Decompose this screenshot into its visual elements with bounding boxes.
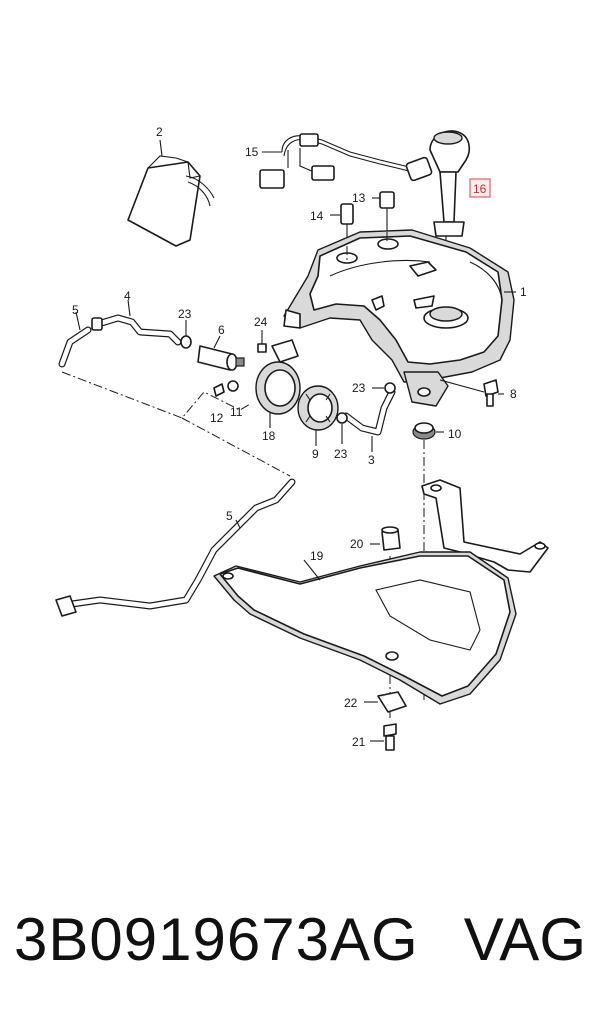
- brand-label: VAG: [463, 906, 586, 973]
- part-22-clip: [364, 691, 407, 713]
- part-18-bracket: [255, 339, 301, 428]
- footer: 3B0919673AG VAG: [0, 895, 600, 985]
- part-19-shield: [213, 551, 517, 705]
- callout-23-a: 23: [178, 307, 192, 321]
- callout-12: 12: [210, 411, 224, 425]
- callout-8: 8: [510, 387, 517, 401]
- part-23-clamp-b: [336, 412, 348, 444]
- callout-18: 18: [262, 429, 276, 443]
- callout-3: 3: [368, 453, 375, 467]
- callout-21: 21: [352, 735, 366, 749]
- part-20-nut: [370, 526, 401, 551]
- callout-23-c: 23: [334, 447, 348, 461]
- part-24-screw: [257, 330, 267, 353]
- part-3-hose: [342, 388, 396, 452]
- callout-23-b: 23: [352, 381, 366, 395]
- parts-diagram: 1 2 3 4 5 5 6 8 9 10 11 12 13 14 15 16 1…: [55, 125, 549, 751]
- part-23-clamp-a: [180, 320, 192, 349]
- part-4-fuel-line: [91, 299, 182, 346]
- callout-4: 4: [124, 289, 131, 303]
- part-23-clamp-c: [372, 382, 396, 394]
- callout-20: 20: [350, 537, 364, 551]
- callout-15: 15: [245, 145, 259, 159]
- callout-13: 13: [352, 191, 366, 205]
- part-8-bolt: [439, 379, 504, 407]
- part-10-grommet: [412, 422, 444, 440]
- part-9-ring: [297, 385, 339, 446]
- shield-bracket: [421, 479, 549, 573]
- callout-10: 10: [448, 427, 462, 441]
- part-5-fuel-line-upper: [58, 311, 92, 368]
- part-21-bolt: [370, 723, 397, 751]
- part-number: 3B0919673AG: [14, 906, 419, 973]
- callout-6: 6: [218, 323, 225, 337]
- callout-labels: 1 2 3 4 5 5 6 8 9 10 11 12 13 14 15 16 1…: [72, 125, 527, 749]
- part-5-fuel-line-lower: [55, 478, 296, 617]
- part-2-reservoir: [127, 139, 215, 247]
- callout-16: 16: [473, 182, 487, 196]
- callout-5-lower: 5: [226, 509, 233, 523]
- part-1-fuel-tank: [283, 229, 516, 407]
- callout-16-highlight-box: [469, 178, 491, 198]
- part-6-fuel-pump: [197, 335, 245, 371]
- callout-9: 9: [312, 447, 319, 461]
- callout-14: 14: [310, 209, 324, 223]
- callout-22: 22: [344, 696, 358, 710]
- parts-13-14-valves: [330, 191, 395, 247]
- callout-1: 1: [520, 285, 527, 299]
- callout-11: 11: [230, 405, 243, 419]
- callout-5-upper: 5: [72, 303, 79, 317]
- callout-19: 19: [310, 549, 324, 563]
- callout-2: 2: [156, 125, 163, 139]
- callout-24: 24: [254, 315, 268, 329]
- part-11-clip: [227, 380, 239, 392]
- part-12-clip: [213, 383, 225, 397]
- part-15-harness: [259, 133, 433, 189]
